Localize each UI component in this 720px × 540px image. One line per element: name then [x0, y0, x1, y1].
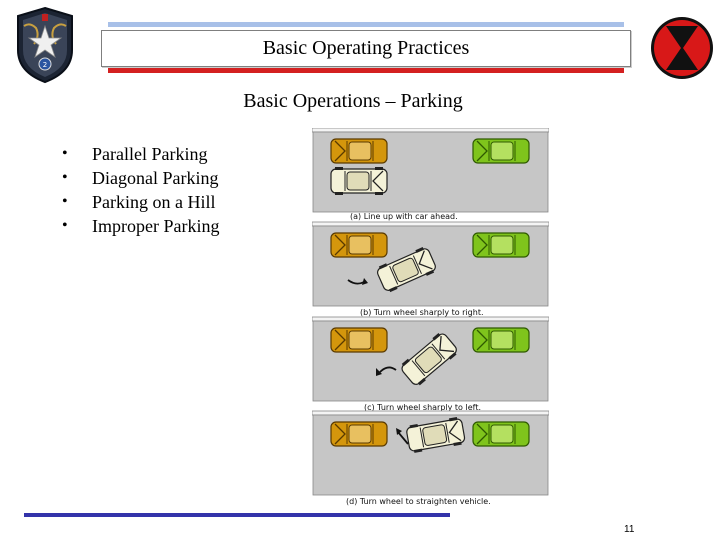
bullet-list: • Parallel Parking • Diagonal Parking • Par… — [62, 142, 219, 238]
bullet-text: Diagonal Parking — [92, 168, 219, 188]
bullet-icon: • — [62, 145, 68, 162]
panel-b: (b) Turn wheel sharply to right. — [312, 221, 549, 317]
bullet-icon: • — [62, 217, 68, 234]
caption-b: (b) Turn wheel sharply to right. — [360, 308, 484, 317]
caption-a: (a) Line up with car ahead. — [350, 212, 458, 221]
unit-crest-icon: 2 — [17, 6, 73, 84]
svg-text:2: 2 — [43, 61, 47, 69]
slide-subtitle: Basic Operations – Parking — [243, 90, 463, 112]
panel-d: (d) Turn wheel to straighten vehicle. — [312, 410, 549, 506]
page-title: Basic Operating Practices — [262, 37, 470, 59]
title-top-rule — [108, 22, 624, 27]
list-item: • Improper Parking — [62, 214, 219, 238]
list-item: • Parking on a Hill — [62, 190, 219, 214]
bullet-text: Improper Parking — [92, 216, 220, 236]
page-number: 11 — [624, 524, 635, 535]
bullet-icon: • — [62, 169, 68, 186]
caption-c: (c) Turn wheel sharply to left. — [364, 403, 481, 412]
title-bottom-rule — [108, 68, 624, 73]
panel-c: (c) Turn wheel sharply to left. — [312, 316, 549, 412]
hourglass-patch-icon — [651, 17, 713, 79]
panel-a: (a) Line up with car ahead. — [312, 128, 549, 221]
bullet-text: Parallel Parking — [92, 144, 208, 164]
bottom-rule — [24, 513, 450, 517]
bullet-text: Parking on a Hill — [92, 192, 216, 212]
list-item: • Diagonal Parking — [62, 166, 219, 190]
list-item: • Parallel Parking — [62, 142, 219, 166]
parallel-parking-diagram: (a) Line up with car ahead. (b) Turn whe… — [312, 128, 549, 506]
bullet-icon: • — [62, 193, 68, 210]
title-box: Basic Operating Practices — [101, 30, 631, 67]
caption-d: (d) Turn wheel to straighten vehicle. — [346, 497, 491, 506]
